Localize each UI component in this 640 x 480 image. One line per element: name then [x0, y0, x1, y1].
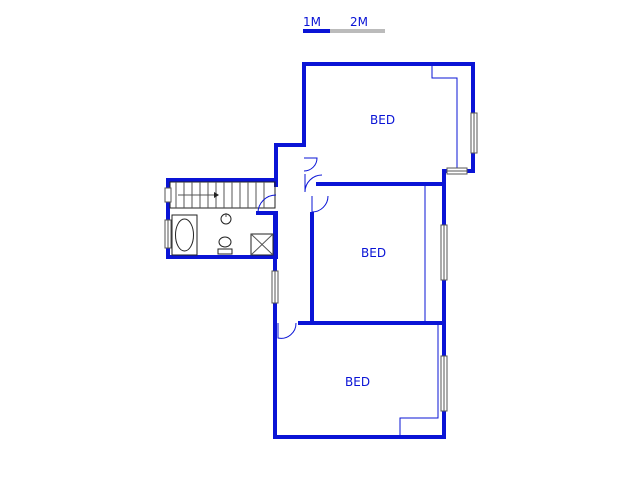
bathtub-basin-icon: [175, 218, 194, 252]
room-label-bed-top: BED: [370, 113, 395, 127]
door-top-bedroom: [303, 157, 318, 172]
stair-arrow-icon: [214, 192, 219, 198]
wall-hall-top: [274, 143, 306, 187]
staircase: [169, 181, 276, 209]
room-labels: BED BED BED: [345, 113, 395, 389]
wall-bathroom: [166, 178, 278, 259]
toilet-icon: [218, 236, 232, 248]
bathroom-fixtures: [171, 213, 274, 256]
walls: [166, 62, 475, 439]
scale-bar: 1M 2M: [303, 15, 385, 33]
door-bathroom: [257, 194, 277, 214]
door-bottom-bedroom: [277, 322, 297, 339]
scale-label-1m: 1M: [303, 15, 321, 29]
toilet-tank-icon: [217, 248, 233, 255]
scale-label-2m: 2M: [350, 15, 368, 29]
windows: [164, 112, 478, 412]
closet-line-top: [431, 64, 458, 171]
door-hall-swing: [304, 174, 323, 193]
room-label-bed-middle: BED: [361, 246, 386, 260]
inner-lines: [399, 64, 458, 435]
wall-top-bedroom-outer: [302, 62, 475, 186]
doors: [257, 157, 329, 339]
closet-line-bottom: [399, 325, 439, 435]
door-middle-bedroom: [311, 195, 329, 213]
room-label-bed-bottom: BED: [345, 375, 370, 389]
window-stair: [164, 187, 172, 203]
